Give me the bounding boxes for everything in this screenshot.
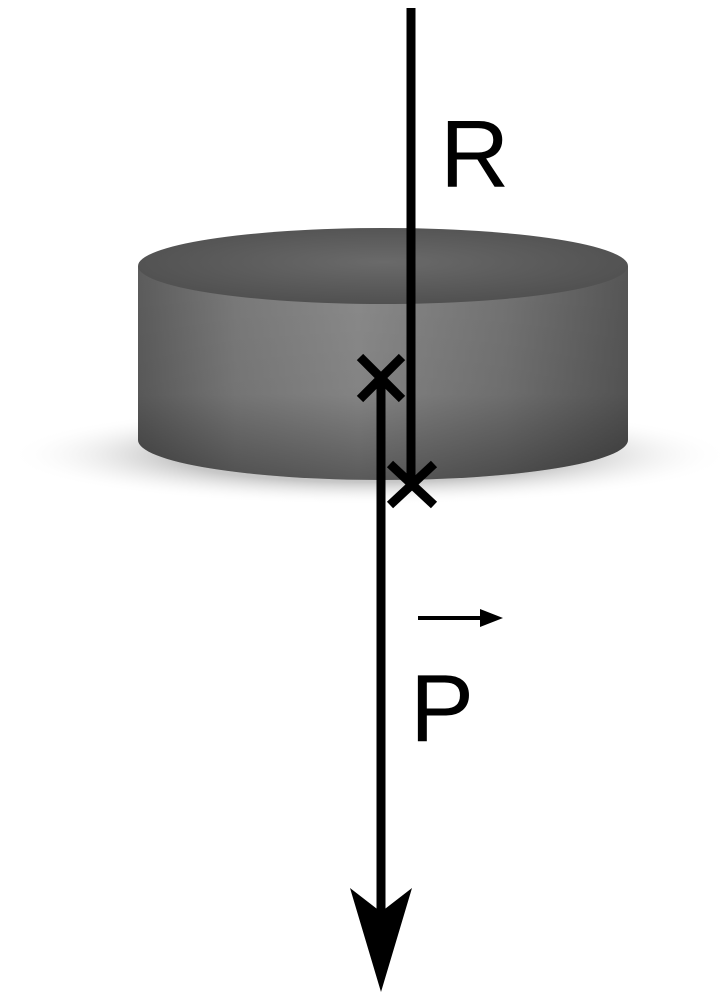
contact-point-marker — [386, 460, 438, 509]
reaction-force-label: R — [440, 101, 509, 208]
center-of-gravity-marker — [356, 353, 406, 403]
weight-force-arrowhead — [350, 888, 412, 992]
vector-arrow-icon — [418, 609, 503, 627]
cylinder-top — [138, 228, 628, 304]
weight-force-label: P — [410, 655, 474, 762]
